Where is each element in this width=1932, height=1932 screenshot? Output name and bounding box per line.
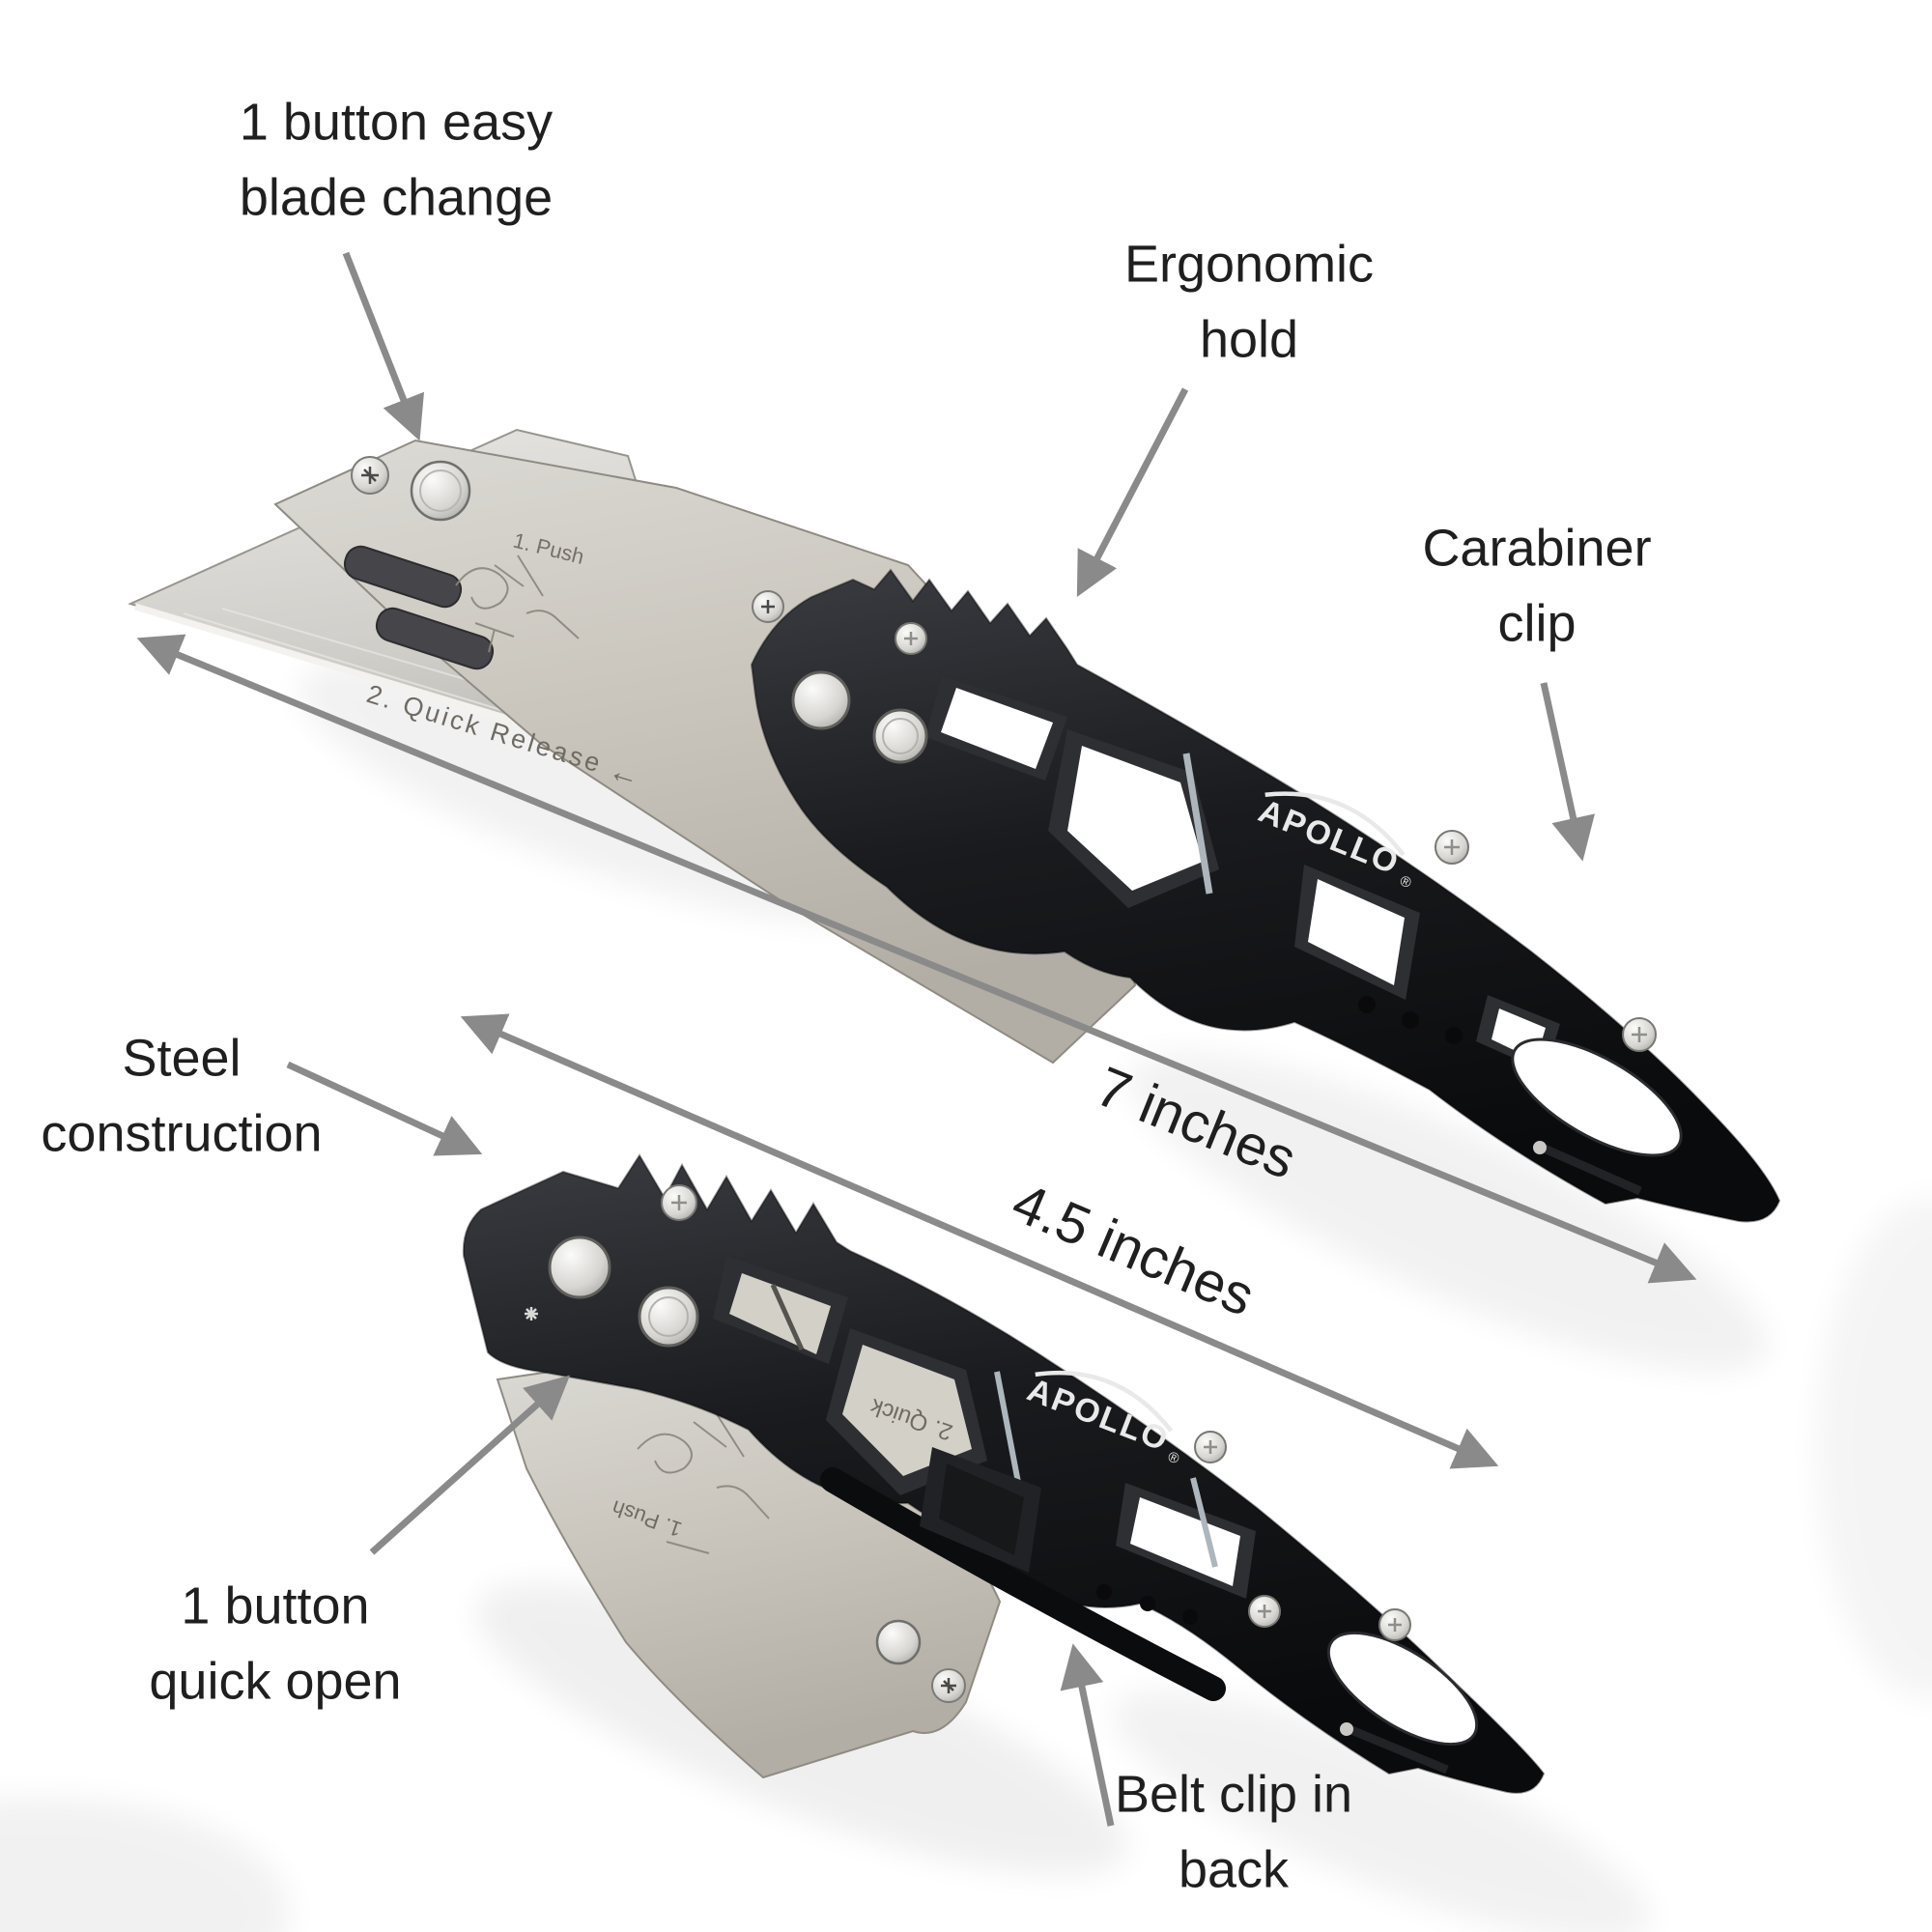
label-line: hold xyxy=(1199,311,1299,369)
folded-holder-torx xyxy=(931,1668,966,1703)
star-mark xyxy=(525,1307,538,1321)
measure-line-4-5in xyxy=(460,1013,1499,1469)
carabiner-clip-closed xyxy=(1326,1631,1479,1775)
label-line: Belt clip in xyxy=(1114,1765,1353,1824)
arrow-blade-change xyxy=(342,251,425,441)
label-line: quick open xyxy=(149,1653,402,1711)
pivot-button xyxy=(548,1236,611,1299)
label-line: 1 button easy xyxy=(239,93,554,152)
handle-screw xyxy=(1378,1608,1411,1641)
label-ergonomic-hold: Ergonomic hold xyxy=(1124,227,1374,379)
handle-screw xyxy=(661,1184,697,1221)
belt-clip xyxy=(820,1467,1226,1701)
label-line: construction xyxy=(41,1105,323,1163)
holder-torx-screw xyxy=(351,456,389,495)
label-quick-open: 1 button quick open xyxy=(149,1569,401,1720)
handle-screw xyxy=(1435,830,1469,865)
label-blade-change: 1 button easy blade change xyxy=(240,85,553,237)
label-line: blade change xyxy=(239,169,554,227)
holder-torx-screw-2 xyxy=(752,590,784,623)
blade-change-button xyxy=(410,460,471,522)
handle-screw xyxy=(895,622,927,655)
arrow-ergonomic xyxy=(1076,387,1189,598)
arrow-belt-clip xyxy=(1060,1643,1115,1827)
quick-open-button xyxy=(638,1286,699,1348)
folded-holder-pin xyxy=(875,1619,922,1665)
lock-button xyxy=(872,708,928,764)
arrow-carabiner xyxy=(1540,682,1595,862)
label-carabiner-clip: Carabiner clip xyxy=(1422,511,1651,663)
measurement-lines xyxy=(136,634,1697,1469)
label-line: Steel xyxy=(122,1029,242,1088)
label-line: clip xyxy=(1497,595,1577,653)
handle-screw xyxy=(1194,1431,1227,1463)
label-steel-construction: Steel construction xyxy=(41,1021,322,1173)
label-line: Ergonomic xyxy=(1123,235,1375,294)
label-belt-clip: Belt clip in back xyxy=(1115,1757,1352,1909)
pivot-button xyxy=(791,670,851,730)
label-line: 1 button xyxy=(181,1577,370,1635)
label-line: back xyxy=(1178,1841,1290,1899)
label-line: Carabiner xyxy=(1422,519,1652,578)
handle-screw xyxy=(1248,1595,1281,1628)
handle-screw xyxy=(1622,1017,1657,1052)
